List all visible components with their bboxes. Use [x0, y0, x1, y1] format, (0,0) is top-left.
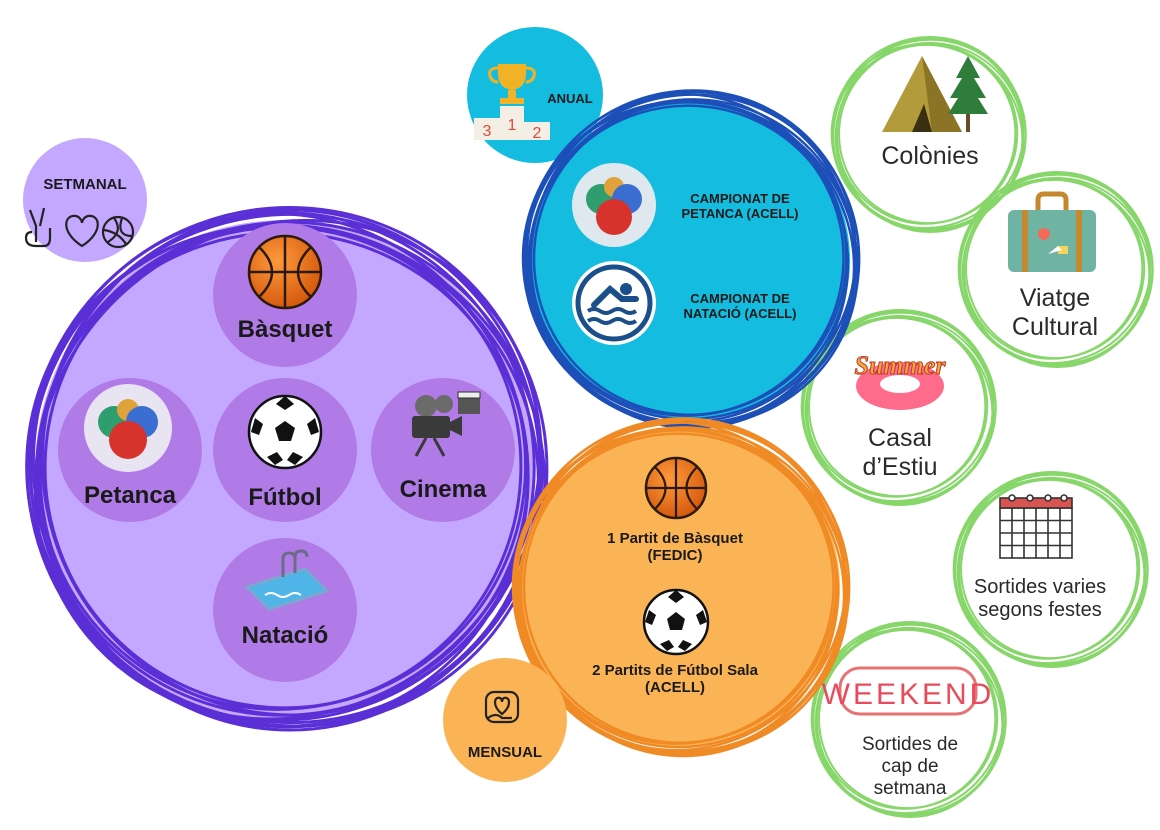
calendar-icon — [999, 494, 1073, 559]
other-viatge: Viatge Cultural — [975, 284, 1135, 342]
green-ring — [830, 35, 1027, 233]
film-camera-icon — [412, 391, 481, 457]
volleyball-icon — [101, 215, 135, 249]
gr3-stroke — [954, 473, 1149, 667]
weekly-rings-stroke — [40, 211, 536, 717]
basketball-icon — [247, 234, 323, 310]
cap-setmana-line1: Sortides de — [861, 734, 959, 755]
monthly-rings-stroke — [517, 432, 839, 749]
other-sortides-cap-setmana: Sortides de cap de setmana — [830, 734, 990, 800]
other-colonies: Colònies — [850, 142, 1010, 171]
weekend-sign-icon: WEEKEND — [822, 666, 995, 716]
trophy-podium-icon: 1 3 2 — [474, 64, 550, 142]
hand-heart-icon — [484, 690, 520, 724]
weekly-tag-bubble — [23, 138, 147, 262]
swimmer-icon — [572, 261, 656, 345]
summer-float-icon: Summer — [854, 351, 947, 410]
monthly-basketball-icon — [644, 456, 708, 520]
monthly-event-1-line2: (FEDIC) — [647, 547, 703, 565]
weekend-badge: WEEKEND — [822, 678, 995, 711]
gr4-stroke — [818, 628, 999, 810]
monthly-circle — [511, 417, 851, 758]
annual-event-1-line1: CAMPIONAT DE — [690, 191, 790, 206]
peace-hand-icon — [24, 207, 52, 248]
gr4-stroke — [810, 620, 1005, 815]
annual-event-2-line2: NATACIÓ (ACELL) — [683, 305, 797, 321]
monthly-event-2: 2 Partits de Fútbol Sala (ACELL) — [560, 662, 790, 697]
cap-setmana-line2: cap de — [881, 755, 939, 777]
weekly-tag: SETMANAL — [43, 176, 127, 193]
summer-badge: Summer — [854, 351, 946, 380]
gr0-stroke — [838, 43, 1019, 225]
soccer-ball-icon — [247, 394, 323, 470]
annual-petanque-icon — [572, 163, 656, 247]
gr1-stroke — [957, 170, 1152, 365]
gr3-stroke — [952, 470, 1147, 665]
viatge-line2: Cultural — [1011, 312, 1099, 341]
monthly-soccer-ball-icon — [642, 588, 710, 656]
svg-text:1: 1 — [508, 117, 517, 134]
monthly-rings-stroke — [513, 427, 850, 755]
green-ring — [957, 170, 1154, 368]
svg-text:2: 2 — [533, 125, 542, 142]
monthly-event-2-line1: 2 Partits de Fútbol Sala — [592, 662, 758, 679]
activity-futbol: Fútbol — [248, 484, 322, 511]
casal-line1: Casal — [868, 424, 932, 452]
viatge-line1: Viatge — [1019, 284, 1091, 312]
annual-event-1: CAMPIONAT DE PETANCA (ACELL) — [655, 191, 825, 222]
annual-event-2-line1: CAMPIONAT DE — [690, 291, 790, 306]
swimming-pool-icon — [244, 549, 330, 611]
activity-petanca: Petanca — [83, 482, 177, 509]
monthly-event-2-line2: (ACELL) — [645, 679, 705, 697]
other-sortides-festes: Sortides varies segons festes — [950, 576, 1130, 622]
activity-natacio: Natació — [241, 622, 329, 649]
activity-cinema: Cinema — [399, 476, 487, 503]
tile-natacio — [213, 538, 357, 682]
heart-icon — [65, 214, 99, 248]
suitcase-icon — [1008, 191, 1096, 272]
weekly-rings-stroke — [33, 218, 542, 721]
gr1-stroke — [965, 178, 1146, 360]
annual-rings-stroke — [523, 99, 860, 427]
festes-line1: Sortides varies — [973, 576, 1107, 598]
activity-basquet: Bàsquet — [237, 316, 333, 343]
monthly-tag: MENSUAL — [467, 744, 543, 761]
monthly-event-1: 1 Partit de Bàsquet (FEDIC) — [560, 530, 790, 565]
tent-icon — [882, 56, 988, 132]
monthly-event-1-line1: 1 Partit de Bàsquet — [607, 530, 743, 547]
festes-line2: segons festes — [978, 599, 1102, 621]
petanque-balls-icon — [84, 384, 172, 472]
gr3-stroke — [960, 478, 1141, 660]
annual-event-2: CAMPIONAT DE NATACIÓ (ACELL) — [655, 291, 825, 322]
colonies-label: Colònies — [881, 142, 979, 170]
annual-tag: ANUAL — [547, 91, 593, 106]
green-ring — [952, 470, 1149, 668]
monthly-tag-bubble — [443, 658, 567, 782]
annual-event-1-line2: PETANCA (ACELL) — [681, 205, 799, 221]
other-casal: Casal d’Estiu — [825, 424, 975, 482]
cap-setmana-line3: setmana — [873, 777, 947, 799]
svg-text:3: 3 — [483, 123, 492, 140]
casal-line2: d’Estiu — [862, 452, 938, 481]
